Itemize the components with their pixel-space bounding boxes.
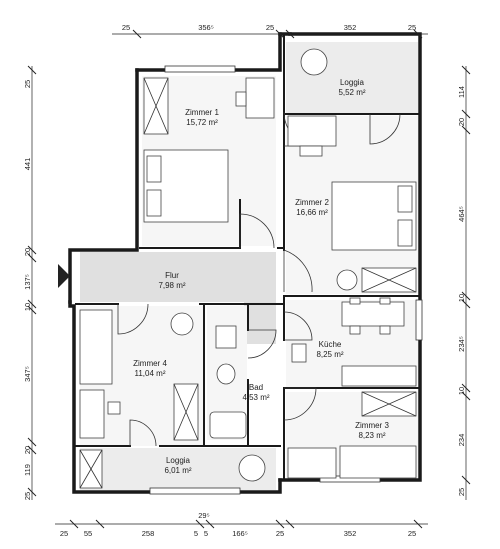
dim-right-1: 20 bbox=[457, 118, 466, 126]
desk-zimmer3 bbox=[287, 447, 337, 479]
dim-left-3: 137⁵ bbox=[23, 274, 32, 290]
bathtub bbox=[209, 411, 247, 439]
dim-right-2: 464⁵ bbox=[457, 206, 466, 222]
dim-right-3: 10 bbox=[457, 294, 466, 302]
flur-floor-tail bbox=[244, 252, 276, 344]
plant-zimmer4 bbox=[170, 312, 194, 336]
room-labels: Zimmer 1 15,72 m² Zimmer 2 16,66 m² Logg… bbox=[133, 78, 389, 475]
room-area-zimmer1: 15,72 m² bbox=[186, 118, 218, 127]
dim-top-4: 25 bbox=[408, 23, 416, 32]
dim-right-5: 10 bbox=[457, 387, 466, 395]
room-area-loggia-top: 5,52 m² bbox=[338, 88, 365, 97]
room-name-zimmer3: Zimmer 3 bbox=[355, 421, 389, 430]
desk-zimmer2 bbox=[287, 115, 337, 147]
dim-bottom-2: 258 bbox=[142, 529, 155, 538]
dim-left-4: 10 bbox=[23, 303, 32, 311]
plant-zimmer2 bbox=[336, 269, 358, 291]
dim-bottom-3: 5 bbox=[194, 529, 198, 538]
desk-zimmer1 bbox=[245, 77, 275, 119]
dim-left-8: 25 bbox=[23, 492, 32, 500]
furniture bbox=[79, 48, 417, 489]
entrance-arrow bbox=[58, 264, 70, 288]
room-area-bad: 4,53 m² bbox=[242, 393, 269, 402]
room-name-loggia-bottom: Loggia bbox=[166, 456, 191, 465]
right-dimensions: 114 20 464⁵ 10 234⁵ 10 234 25 bbox=[457, 65, 471, 496]
left-dimensions: 25 441 20 137⁵ 10 347⁵ 20 119 25 bbox=[23, 65, 37, 500]
washing-machine bbox=[215, 325, 237, 349]
dim-right-7: 25 bbox=[457, 488, 466, 496]
room-name-kueche: Küche bbox=[319, 340, 342, 349]
dim-bottom-0: 25 bbox=[60, 529, 68, 538]
desk-zimmer4 bbox=[79, 389, 105, 439]
dim-top-1: 356⁵ bbox=[198, 23, 214, 32]
flur-floor bbox=[80, 252, 276, 302]
room-name-zimmer2: Zimmer 2 bbox=[295, 198, 329, 207]
dim-top-0: 25 bbox=[122, 23, 130, 32]
bed-zimmer4 bbox=[79, 309, 113, 385]
dim-left-2: 20 bbox=[23, 248, 32, 256]
room-name-zimmer4: Zimmer 4 bbox=[133, 359, 167, 368]
dim-bottom-8: 25 bbox=[408, 529, 416, 538]
room-name-bad: Bad bbox=[249, 383, 263, 392]
dim-bottom-4: 5 bbox=[204, 529, 208, 538]
dim-right-6: 234 bbox=[457, 434, 466, 447]
room-name-flur: Flur bbox=[165, 271, 179, 280]
top-dimensions: 25 356⁵ 25 352 25 bbox=[122, 23, 423, 39]
dim-right-4: 234⁵ bbox=[457, 336, 466, 352]
dim-bottom-6: 25 bbox=[276, 529, 284, 538]
dim-left-6: 20 bbox=[23, 446, 32, 454]
room-area-zimmer4: 11,04 m² bbox=[135, 369, 166, 378]
dim-left-0: 25 bbox=[23, 80, 32, 88]
dim-right-0: 114 bbox=[457, 86, 466, 98]
room-area-flur: 7,98 m² bbox=[158, 281, 185, 290]
dim-bottom-1: 55 bbox=[84, 529, 92, 538]
plant-loggia-top bbox=[300, 48, 328, 76]
bed-zimmer3 bbox=[339, 445, 417, 479]
kitchen-counter bbox=[341, 365, 417, 387]
dim-top-2: 25 bbox=[266, 23, 274, 32]
dim-bottom-5: 166⁵ bbox=[232, 529, 248, 538]
interior-walls bbox=[75, 33, 421, 481]
plant-loggia-bottom bbox=[238, 454, 266, 482]
dim-left-7: 119 bbox=[23, 464, 32, 476]
room-name-loggia-top: Loggia bbox=[340, 78, 365, 87]
room-area-zimmer3: 8,23 m² bbox=[358, 431, 385, 440]
room-area-kueche: 8,25 m² bbox=[316, 350, 343, 359]
kitchen-table bbox=[341, 301, 405, 327]
dim-bottom-extra: 29⁵ bbox=[198, 511, 209, 520]
dim-left-5: 347⁵ bbox=[23, 366, 32, 382]
room-area-zimmer2: 16,66 m² bbox=[296, 208, 328, 217]
room-name-zimmer1: Zimmer 1 bbox=[185, 108, 219, 117]
dimension-lines bbox=[31, 33, 467, 525]
bottom-dimensions: 29⁵ 25 55 258 5 5 166⁵ 25 352 25 bbox=[60, 511, 423, 538]
dim-top-3: 352 bbox=[344, 23, 357, 32]
dim-bottom-7: 352 bbox=[344, 529, 357, 538]
room-area-loggia-bottom: 6,01 m² bbox=[164, 466, 191, 475]
toilet bbox=[216, 363, 236, 385]
dim-left-1: 441 bbox=[23, 158, 32, 171]
